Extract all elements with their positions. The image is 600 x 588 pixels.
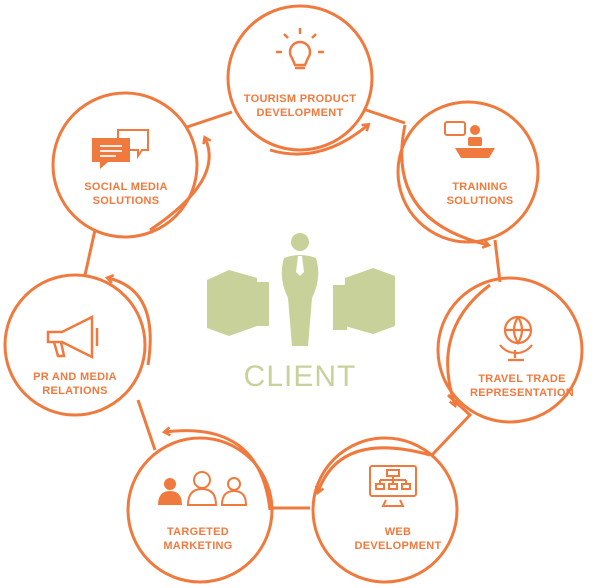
chat-bubbles-icon	[92, 129, 149, 169]
label-travel-trade-representation: TRAVEL TRADE REPRESENTATION	[452, 372, 592, 400]
building-left-icon	[207, 270, 269, 336]
label-line: SOLUTIONS	[446, 195, 514, 207]
connector	[83, 229, 97, 276]
people-icon	[158, 471, 248, 506]
label-web-development: WEB DEVELOPMENT	[328, 525, 468, 553]
arrow-arc	[108, 278, 152, 366]
megaphone-icon	[46, 314, 99, 360]
label-line: TRAINING	[452, 181, 508, 193]
label-line: TRAVEL TRADE	[478, 373, 566, 385]
circle-travel	[436, 276, 584, 424]
lightbulb-icon	[276, 28, 324, 70]
sitemap-monitor-icon	[369, 465, 417, 507]
label-line: REPRESENTATION	[469, 387, 575, 399]
label-line: WEB	[384, 526, 412, 538]
globe-icon	[499, 315, 533, 362]
arrow-arc	[149, 138, 209, 232]
label-line: DEVELOPMENT	[256, 107, 344, 119]
building-right-icon	[333, 268, 395, 334]
label-targeted-marketing: TARGETED MARKETING	[128, 525, 268, 553]
client-person-icon	[281, 233, 319, 346]
label-tourism-product-development: TOURISM PRODUCT DEVELOPMENT	[230, 92, 370, 120]
connector	[136, 399, 157, 451]
label-pr-and-media-relations: PR AND MEDIA RELATIONS	[5, 370, 145, 398]
client-label: CLIENT	[243, 360, 357, 393]
circle-tourism	[226, 4, 374, 152]
arrow-arc	[318, 446, 431, 492]
label-line: RELATIONS	[42, 385, 108, 397]
label-line: TARGETED	[166, 526, 230, 538]
label-line: SOLUTIONS	[92, 195, 160, 207]
label-social-media-solutions: SOCIAL MEDIA SOLUTIONS	[56, 180, 196, 208]
arrow-arc	[446, 283, 491, 405]
circle-training	[396, 100, 540, 244]
label-training-solutions: TRAINING SOLUTIONS	[410, 180, 550, 208]
connector	[365, 108, 406, 125]
arrow-arc	[269, 125, 368, 156]
circle-pr	[3, 273, 147, 417]
circle-web	[311, 436, 459, 584]
circle-social	[51, 91, 199, 239]
label-line: PR AND MEDIA	[33, 371, 117, 383]
presenter-icon	[444, 121, 495, 158]
label-line: DEVELOPMENT	[354, 540, 442, 552]
connector	[493, 239, 502, 283]
label-line: SOCIAL MEDIA	[84, 181, 168, 193]
arrow-arc	[165, 431, 272, 511]
label-line: TOURISM PRODUCT	[243, 93, 357, 105]
circle-targeted	[126, 436, 274, 584]
connector	[186, 110, 233, 129]
arrow-arc	[400, 124, 488, 245]
label-line: MARKETING	[163, 540, 233, 552]
